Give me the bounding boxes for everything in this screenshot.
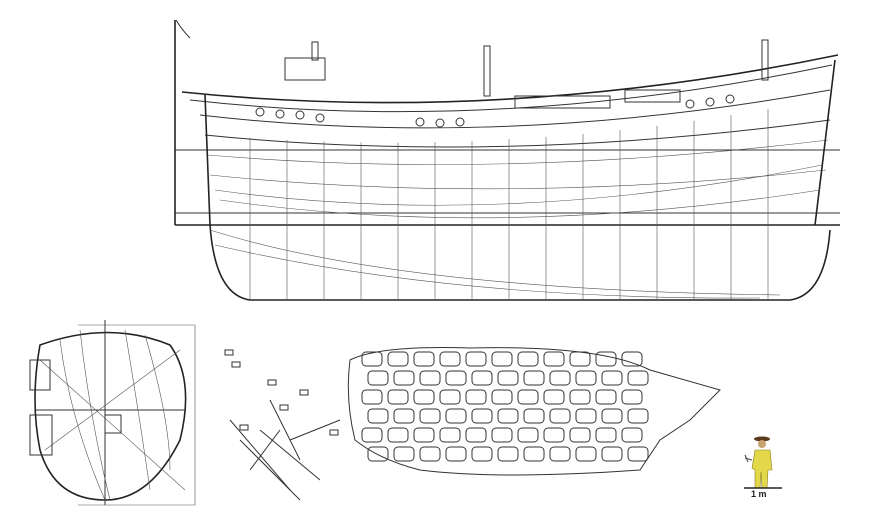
ballast-stone — [569, 427, 591, 443]
ballast-stone — [439, 389, 461, 405]
ballast-stone — [497, 408, 519, 424]
ballast-stone — [523, 370, 545, 386]
gun-port — [255, 107, 265, 117]
ballast-stone — [601, 408, 623, 424]
ballast-stone — [361, 351, 383, 367]
ballast-stone — [523, 446, 545, 462]
ballast-stone — [549, 370, 571, 386]
ballast-stone — [491, 427, 513, 443]
ballast-stone — [419, 370, 441, 386]
ship-section — [29, 320, 196, 506]
ballast-stone — [601, 446, 623, 462]
ballast-stone — [627, 370, 649, 386]
ballast-stone — [445, 370, 467, 386]
debris-fragment — [267, 379, 277, 386]
ballast-stone — [491, 351, 513, 367]
gun-port — [435, 118, 445, 128]
ballast-stone — [465, 351, 487, 367]
timber-fragment — [239, 439, 301, 501]
ballast-stone — [595, 389, 617, 405]
ballast-stone — [621, 389, 643, 405]
ballast-stone — [471, 370, 493, 386]
ballast-stone — [621, 351, 643, 367]
debris-fragment — [239, 424, 249, 431]
ballast-stone — [367, 408, 389, 424]
ballast-stone — [465, 389, 487, 405]
ballast-stone — [387, 351, 409, 367]
ballast-stone — [367, 446, 389, 462]
ballast-stone — [413, 427, 435, 443]
ballast-stone — [445, 446, 467, 462]
timber-fragment — [289, 419, 341, 441]
ballast-stone — [393, 370, 415, 386]
debris-fragment — [231, 361, 241, 368]
ballast-stone — [569, 351, 591, 367]
ballast-stone — [491, 389, 513, 405]
ballast-stone — [627, 446, 649, 462]
ballast-stone — [517, 351, 539, 367]
debris-fragment — [224, 349, 234, 356]
scale-label: 1 m — [751, 489, 767, 499]
ballast-stone — [523, 408, 545, 424]
ballast-stone — [601, 370, 623, 386]
ballast-stone — [595, 427, 617, 443]
gun-port — [315, 113, 325, 123]
gun-port — [705, 97, 715, 107]
ballast-stone — [575, 446, 597, 462]
ballast-stone — [471, 446, 493, 462]
ballast-stone — [517, 427, 539, 443]
debris-fragment — [279, 404, 289, 411]
ballast-stone — [393, 446, 415, 462]
timber-fragment — [249, 429, 281, 471]
gun-port — [685, 99, 695, 109]
ballast-stone — [517, 389, 539, 405]
ballast-stone — [549, 446, 571, 462]
ballast-stone — [445, 408, 467, 424]
ballast-stone — [419, 408, 441, 424]
ballast-stone — [575, 408, 597, 424]
ballast-stone — [569, 389, 591, 405]
ballast-stone — [471, 408, 493, 424]
debris-fragment — [299, 389, 309, 396]
ballast-stone — [439, 427, 461, 443]
ballast-stone — [361, 427, 383, 443]
ballast-stone — [419, 446, 441, 462]
gun-port — [415, 117, 425, 127]
ballast-stone — [497, 446, 519, 462]
ballast-stone — [627, 408, 649, 424]
ballast-stone — [549, 408, 571, 424]
ballast-stone — [465, 427, 487, 443]
wreck-plan — [224, 347, 721, 501]
gun-port — [295, 110, 305, 120]
timber-fragment — [269, 399, 301, 461]
scale-figure — [744, 436, 782, 489]
ballast-stone — [387, 427, 409, 443]
ballast-stone — [543, 389, 565, 405]
gun-port — [455, 117, 465, 127]
ballast-stone — [595, 351, 617, 367]
ballast-stone — [361, 389, 383, 405]
debris-fragment — [329, 429, 339, 436]
ballast-stone — [497, 370, 519, 386]
ballast-stone — [367, 370, 389, 386]
ballast-stone — [413, 351, 435, 367]
ballast-stone — [387, 389, 409, 405]
ballast-stone — [575, 370, 597, 386]
timber-fragment — [259, 429, 321, 481]
ballast-stone — [543, 351, 565, 367]
ballast-stone — [621, 427, 643, 443]
ballast-stone — [543, 427, 565, 443]
ballast-stone — [393, 408, 415, 424]
gun-port — [275, 109, 285, 119]
timber-fragment — [229, 419, 291, 491]
ballast-stone — [439, 351, 461, 367]
gun-port — [725, 94, 735, 104]
ballast-stone — [413, 389, 435, 405]
ship-profile — [174, 19, 840, 301]
